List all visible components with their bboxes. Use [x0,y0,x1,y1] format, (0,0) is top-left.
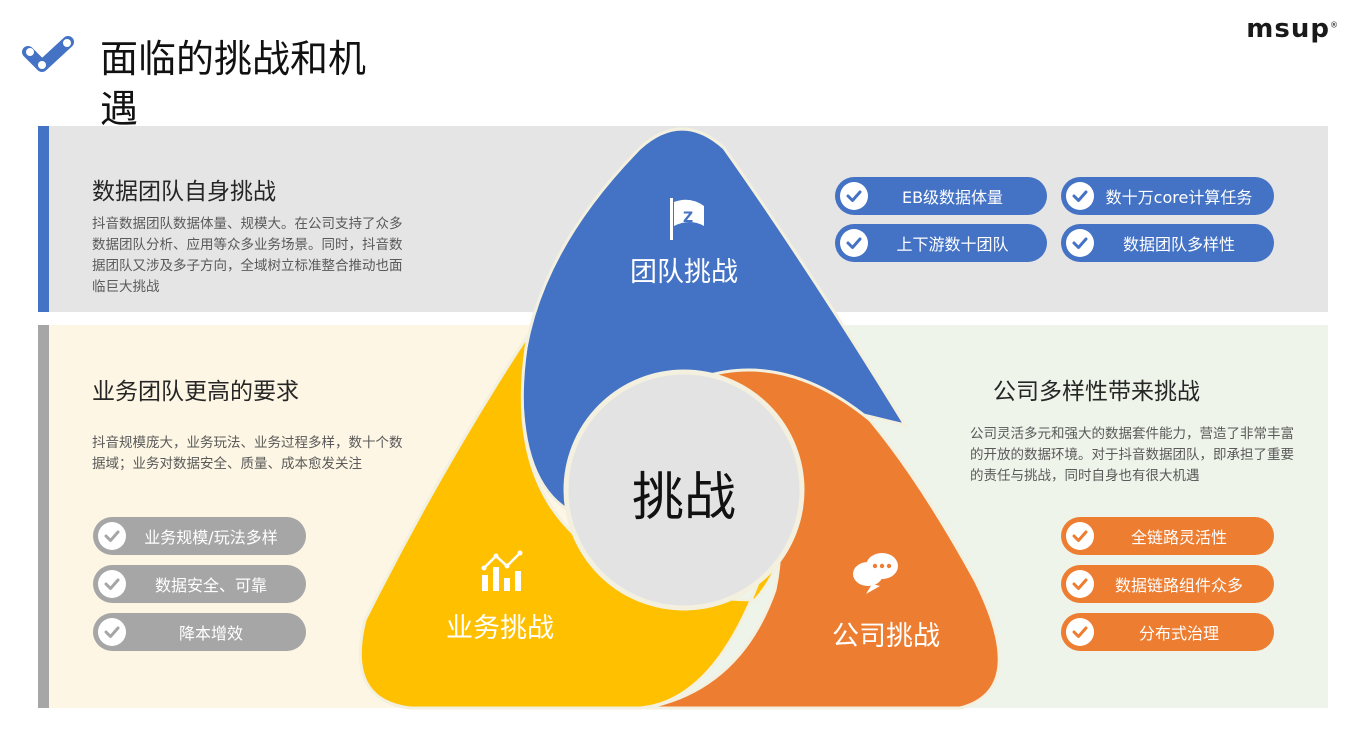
page-title: 面临的挑战和机遇 [100,37,367,131]
check-icon [98,522,126,550]
company-section-title: 公司多样性带来挑战 [993,379,1200,405]
team-tag-label: 数据团队多样性 [1122,235,1235,254]
business-tag: 数据安全、可靠 [93,565,306,603]
team-tag-label: 数十万core计算任务 [1105,188,1253,207]
check-icon [840,182,868,210]
team-tag: 数十万core计算任务 [1061,177,1274,215]
check-icon [1066,229,1094,257]
bar-chart-icon [481,550,523,591]
chat-icon [853,553,898,594]
business-tag-label: 数据安全、可靠 [154,576,267,595]
center-circle [563,369,805,611]
team-challenge-label: 团队挑战 [630,257,738,288]
company-section-desc: 公司灵活多元和强大的数据套件能力，营造了非常丰富的开放的数据环境。对于抖音数据团… [970,426,1294,484]
business-section-title: 业务团队更高的要求 [92,379,299,405]
company-tag-label: 分布式治理 [1138,624,1219,643]
check-icon [840,229,868,257]
business-tag: 降本增效 [93,613,306,651]
business-panel-accent [38,325,49,708]
team-tag: 数据团队多样性 [1061,224,1274,262]
team-panel-accent [38,126,49,312]
business-section-desc: 抖音规模庞大，业务玩法、业务过程多样，数十个数据域；业务对数据安全、质量、成本愈… [92,435,403,472]
check-icon [1066,570,1094,598]
business-tag-label: 降本增效 [178,624,243,643]
business-challenge-label: 业务挑战 [446,613,554,644]
company-tag-label: 全链路灵活性 [1130,528,1227,547]
check-icon [98,570,126,598]
business-tag-label: 业务规模/玩法多样 [144,528,278,547]
brand-logo: msup® [1246,14,1339,44]
team-tag-label: 上下游数十团队 [896,235,1009,254]
company-tag: 全链路灵活性 [1061,517,1274,555]
company-challenge-label: 公司挑战 [832,621,940,652]
flag-icon: Z [670,198,704,240]
check-icon [98,618,126,646]
team-section-title: 数据团队自身挑战 [92,179,276,205]
team-section-desc: 抖音数据团队数据体量、规模大。在公司支持了众多数据团队分析、应用等众多业务场景。… [92,216,403,295]
team-tag: EB级数据体量 [835,177,1047,215]
company-tag-label: 数据链路组件众多 [1114,576,1243,595]
svg-text:Z: Z [683,210,693,226]
check-icon [1066,618,1094,646]
check-icon [1066,182,1094,210]
company-tag: 分布式治理 [1061,613,1274,651]
team-tag-label: EB级数据体量 [901,188,1004,207]
check-logo-icon [22,36,74,72]
company-tag: 数据链路组件众多 [1061,565,1274,603]
check-icon [1066,522,1094,550]
center-label: 挑战 [631,468,736,528]
team-tag: 上下游数十团队 [835,224,1047,262]
business-tag: 业务规模/玩法多样 [93,517,306,555]
